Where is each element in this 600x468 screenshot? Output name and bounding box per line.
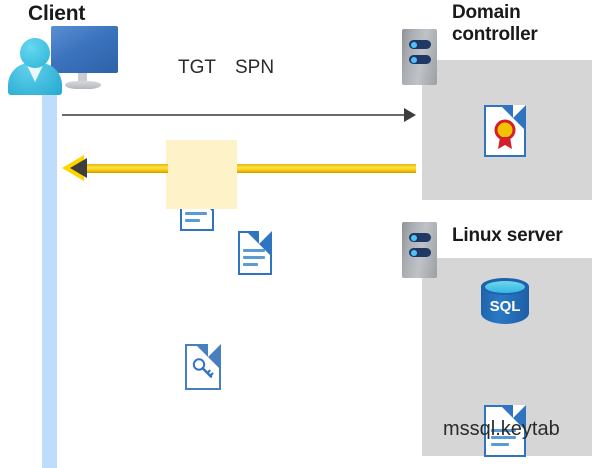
service-ticket-key-document-icon <box>185 344 221 390</box>
response-arrow-line-left <box>78 164 168 173</box>
spn-document-icon <box>238 231 272 275</box>
person-head <box>20 38 50 68</box>
request-arrow-line <box>62 114 410 116</box>
server-bay-icon <box>409 40 431 49</box>
service-ticket-highlight <box>166 140 237 209</box>
keytab-filename-label: mssql.keytab <box>443 418 560 440</box>
sql-database-icon: SQL <box>481 278 529 332</box>
server-bay-icon <box>409 233 431 242</box>
spn-label: SPN <box>235 57 275 78</box>
tgt-label: TGT <box>178 57 216 78</box>
sql-database-label: SQL <box>489 298 521 315</box>
response-arrow-head-inner <box>70 158 87 178</box>
request-arrow-head <box>404 108 416 122</box>
person-collar <box>26 63 44 82</box>
server-bay-icon <box>409 248 431 257</box>
monitor-neck <box>78 73 87 83</box>
client-lifeline <box>42 88 57 468</box>
domain-controller-title: Domain controller <box>452 2 538 46</box>
server-tower-icon <box>402 29 437 85</box>
server-bay-icon <box>409 55 431 64</box>
linux-server-title: Linux server <box>452 225 563 246</box>
monitor-screen <box>51 26 118 73</box>
keytab-document-icon <box>484 405 526 457</box>
client-title: Client <box>28 2 86 25</box>
response-arrow-line-right <box>236 164 416 173</box>
key-icon <box>192 358 214 378</box>
certificate-document-icon <box>484 105 526 157</box>
user-with-monitor-icon <box>6 26 118 95</box>
server-tower-icon <box>402 222 437 278</box>
monitor-base <box>65 81 101 89</box>
